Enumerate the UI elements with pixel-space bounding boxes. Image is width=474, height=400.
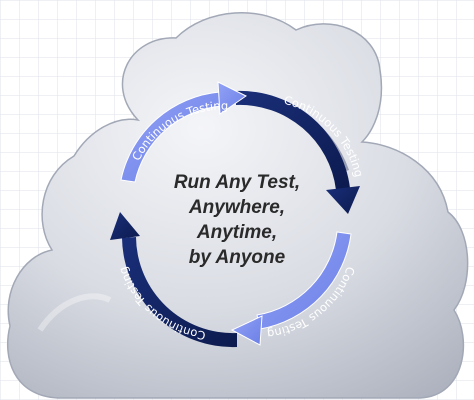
- arrowhead-bottom-left: [110, 212, 140, 240]
- center-text-line-2: Anywhere,: [188, 197, 286, 218]
- arrowhead-bottom-right: [230, 315, 263, 346]
- arc-top-right: [236, 90, 350, 190]
- center-text-line-4: by Anyone: [188, 247, 286, 268]
- arc-bottom-left: [122, 237, 237, 348]
- center-text-line-3: Anytime,: [196, 222, 278, 243]
- arrowhead-top-right: [326, 186, 360, 214]
- cloud-shape: [6, 12, 469, 399]
- arrowhead-top-left: [217, 81, 247, 115]
- center-text-line-1: Run Any Test,: [173, 172, 301, 193]
- cycle-ring: [110, 81, 360, 348]
